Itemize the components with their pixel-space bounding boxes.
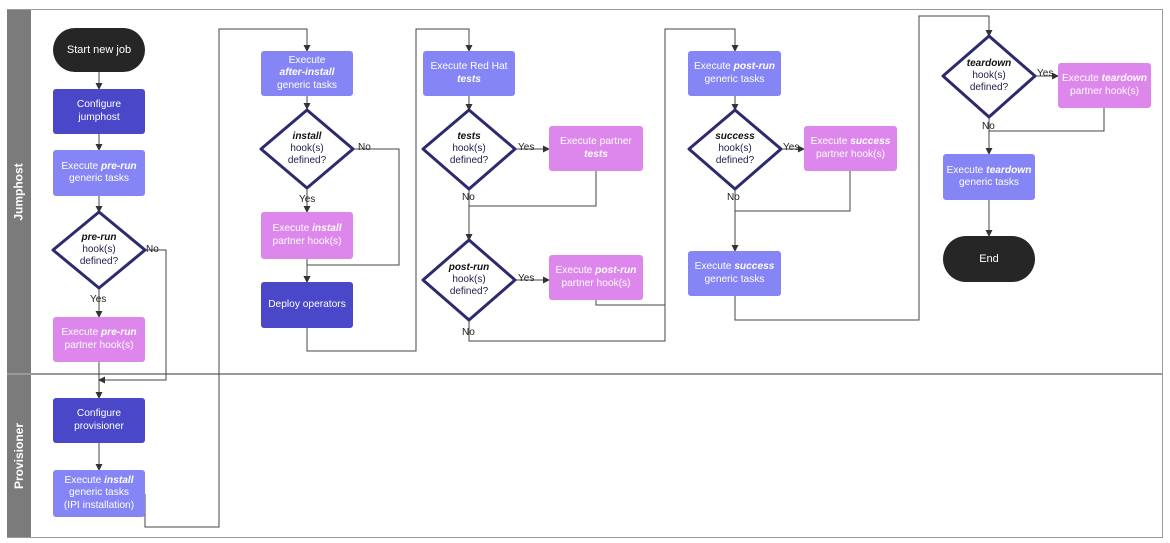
pre-run-partner-step[interactable]: Execute pre-run partner hook(s) [53, 317, 145, 362]
lane-label-provisioner: Provisioner [7, 375, 31, 537]
edge-label-no: No [982, 121, 995, 132]
edge [98, 249, 167, 384]
edge [734, 15, 993, 321]
post-run-decision-shape [421, 238, 517, 322]
pre-run-generic-step[interactable]: Execute pre-run generic tasks [53, 150, 145, 196]
edge [989, 108, 1105, 132]
success-partner-step[interactable]: Execute success partner hook(s) [804, 126, 897, 171]
install-decision-shape [259, 108, 355, 190]
success-decision-shape [687, 108, 783, 191]
teardown-partner-step[interactable]: Execute teardown partner hook(s) [1058, 63, 1151, 108]
edge-label-yes: Yes [299, 194, 316, 205]
edge-label-no: No [146, 244, 159, 255]
edge [468, 28, 739, 342]
lane-label-jumphost: Jumphost [7, 10, 31, 373]
edge [735, 171, 851, 212]
edge-label-yes: Yes [518, 273, 535, 284]
edge [144, 28, 311, 528]
edge [468, 171, 597, 207]
post-run-generic-step[interactable]: Execute post-run generic tasks [688, 51, 781, 96]
edge-label-no: No [727, 192, 740, 203]
teardown-decision-shape [941, 34, 1037, 119]
post-run-partner-step[interactable]: Execute post-run partner hook(s) [549, 255, 643, 300]
install-partner-step[interactable]: Execute install partner hook(s) [261, 212, 353, 259]
teardown-generic-step[interactable]: Execute teardown generic tasks [943, 154, 1035, 200]
edge-label-yes: Yes [1037, 68, 1054, 79]
edge [595, 299, 665, 306]
pre-run-decision-shape [51, 210, 147, 290]
deploy-operators-step[interactable]: Deploy operators [261, 282, 353, 328]
edge-label-yes: Yes [90, 294, 107, 305]
edge-label-no: No [462, 327, 475, 338]
install-generic-step[interactable]: Execute install generic tasks(IPI instal… [53, 470, 145, 517]
end-terminal[interactable]: End [943, 236, 1035, 282]
edge-label-no: No [358, 142, 371, 153]
tests-decision-shape [421, 108, 517, 191]
start-terminal[interactable]: Start new job [53, 28, 145, 72]
success-generic-step[interactable]: Execute success generic tasks [688, 251, 781, 296]
edge [306, 28, 473, 352]
edge-label-yes: Yes [518, 142, 535, 153]
edge-label-yes: Yes [783, 142, 800, 153]
edge-label-no: No [462, 192, 475, 203]
